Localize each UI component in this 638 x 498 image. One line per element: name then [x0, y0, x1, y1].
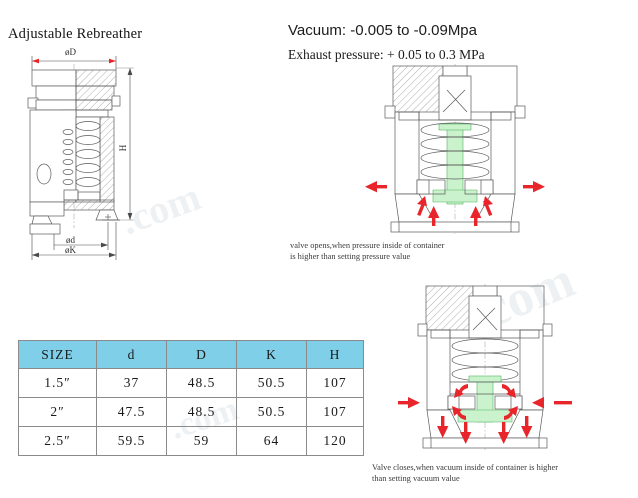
svg-text:øK: øK	[65, 245, 77, 255]
flow-arrow-out-right	[523, 181, 545, 193]
cell-D: 59	[166, 426, 237, 456]
cell-d: 59.5	[96, 426, 167, 456]
table-row: 2″ 47.5 48.5 50.5 107	[18, 397, 364, 427]
column-header-K: K	[236, 340, 307, 369]
cell-K: 50.5	[236, 368, 307, 398]
flow-arrow-in-right	[532, 397, 572, 409]
caption-line: valve opens,when pressure inside of cont…	[290, 241, 445, 250]
dimension-clamp-diameter: øK	[31, 222, 117, 260]
svg-text:H: H	[118, 144, 128, 151]
flow-arrow-out-left	[365, 181, 387, 193]
cell-size: 2.5″	[18, 426, 97, 456]
spring-coil-inner	[62, 129, 74, 185]
table-header-row: SIZE d D K H	[18, 340, 364, 369]
cell-H: 120	[306, 426, 364, 456]
valve-open-flow-diagram	[355, 62, 555, 237]
valve-closed-vacuum-diagram	[390, 282, 580, 454]
flow-arrow-curl-left	[454, 384, 468, 398]
dimension-outer-diameter: øD	[31, 47, 117, 70]
table-row: 1.5″ 37 48.5 50.5 107	[18, 368, 364, 398]
flow-arrow-in-left	[398, 397, 420, 409]
cell-D: 48.5	[166, 397, 237, 427]
flow-arrow-up-base-right	[470, 206, 482, 226]
svg-text:ød: ød	[66, 235, 76, 245]
cell-size: 1.5″	[18, 368, 97, 398]
spring-coil	[420, 122, 490, 180]
column-header-d: d	[96, 340, 167, 369]
cell-D: 48.5	[166, 368, 237, 398]
adjustable-rebreather-section-drawing: øD H	[8, 42, 168, 267]
valve-open-caption: valve opens,when pressure inside of cont…	[290, 240, 444, 262]
flow-arrow-curl-right	[502, 384, 516, 398]
flow-arrow-down-1	[437, 416, 449, 438]
column-header-H: H	[306, 340, 364, 369]
spring-coil-main	[75, 121, 101, 187]
flow-arrow-down-3	[498, 422, 510, 444]
valve-closed-caption: Valve closes,when vacuum inside of conta…	[372, 462, 558, 484]
table-row: 2.5″ 59.5 59 64 120	[18, 426, 364, 456]
flow-arrow-curl-lower-right	[504, 406, 518, 420]
caption-line: is higher than setting pressure value	[290, 252, 411, 261]
cell-size: 2″	[18, 397, 97, 427]
caption-line: Valve closes,when vacuum inside of conta…	[372, 463, 559, 472]
cell-d: 47.5	[96, 397, 167, 427]
caption-line: than setting vacuum value	[372, 474, 460, 483]
flow-arrow-down-2	[460, 422, 472, 444]
column-header-size: SIZE	[18, 340, 97, 369]
specification-table: SIZE d D K H 1.5″ 37 48.5 50.5 107 2″ 47…	[18, 340, 364, 456]
flow-arrow-down-4	[521, 416, 533, 438]
vacuum-spec-text: Vacuum: -0.005 to -0.09Mpa	[288, 22, 477, 39]
page-title: Adjustable Rebreather	[8, 26, 143, 42]
column-header-D: D	[166, 340, 237, 369]
exhaust-pressure-spec-text: Exhaust pressure: + 0.05 to 0.3 MPa	[288, 47, 485, 62]
cell-K: 64	[236, 426, 307, 456]
cell-H: 107	[306, 368, 364, 398]
cell-H: 107	[306, 397, 364, 427]
flow-arrow-curl-lower-left	[452, 406, 466, 420]
dimension-inner-diameter: ød	[53, 222, 109, 250]
cell-K: 50.5	[236, 397, 307, 427]
flow-arrow-up-left	[417, 196, 427, 217]
flow-arrow-up-base-left	[428, 206, 440, 226]
cell-d: 37	[96, 368, 167, 398]
flow-arrow-up-right	[483, 196, 493, 217]
svg-text:øD: øD	[65, 47, 77, 57]
